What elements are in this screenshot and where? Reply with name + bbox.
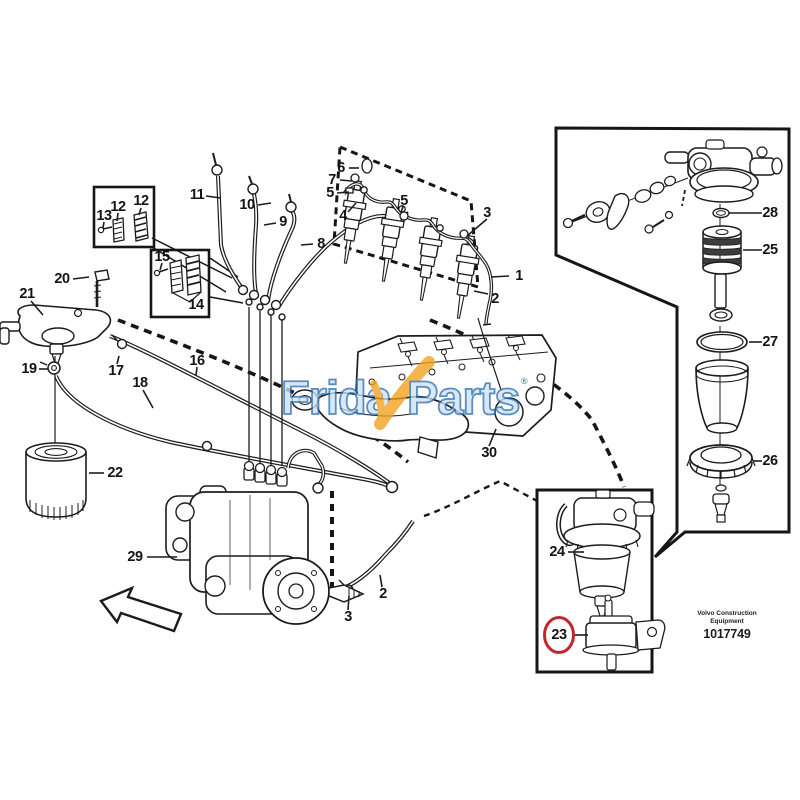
clamp-details <box>97 211 202 303</box>
filter-assembly-exploded <box>562 139 783 523</box>
cylinder-head <box>291 334 557 459</box>
detail-box-separator-pump <box>535 488 654 674</box>
detail-box-clamps-upper <box>92 185 156 249</box>
fuel-filter-head-group <box>0 269 112 520</box>
brand-line2: Equipment <box>710 618 744 625</box>
highlight-ellipse-23 <box>543 616 575 654</box>
leader-lines <box>30 167 762 636</box>
footer-brand: Volvo Construction Equipment 1017749 <box>697 610 756 641</box>
detail-box-filter-assembly <box>554 126 791 559</box>
watermark-text-right: Parts <box>407 371 520 424</box>
part-number: 1017749 <box>703 627 751 641</box>
watermark-registered-mark: ® <box>521 376 528 386</box>
watermark: Frida Parts ® <box>280 356 528 430</box>
direction-arrow <box>99 585 183 633</box>
detail-box-clamps-lower <box>149 248 211 319</box>
leak-off-line <box>342 158 494 326</box>
watermark-swoosh-icon <box>374 356 435 430</box>
injection-pump <box>165 448 365 625</box>
fuel-hoses <box>54 334 415 596</box>
separator-and-pump <box>556 489 666 671</box>
brand-line1: Volvo Construction <box>697 610 756 617</box>
